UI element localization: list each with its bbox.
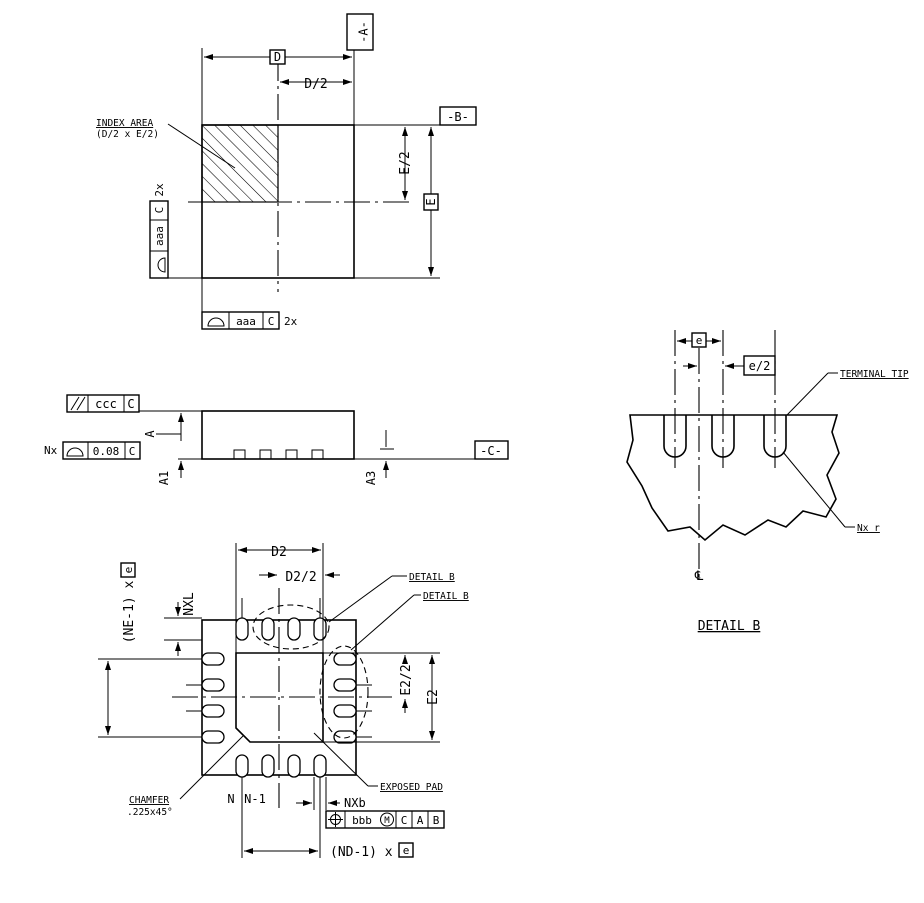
detail-b-callout-1: DETAIL B: [409, 572, 455, 583]
pad-right: [333, 730, 357, 744]
side-view-body: [201, 410, 355, 460]
nd-pitch-label: (ND-1) x: [330, 845, 393, 860]
nxl-label: NXL: [182, 592, 197, 616]
bottom-profile-tolerance-frame: aaa C 2x: [201, 278, 298, 330]
detail-b-callout-2: DETAIL B: [423, 591, 469, 602]
svg-text:C: C: [129, 445, 136, 458]
dim-e2-label: E2: [426, 689, 441, 705]
top-view: -A- D D/2 -B- E/2 E INDEX AREA (D/2 x E/…: [96, 13, 477, 330]
pad-left: [201, 652, 225, 666]
dim-d-frame: [269, 49, 286, 65]
pad-right: [333, 652, 357, 666]
dim-d2-half-label: D2/2: [285, 570, 316, 585]
side-terminal: [311, 449, 324, 460]
svg-text:C: C: [127, 397, 134, 411]
side-terminal: [285, 449, 298, 460]
pad-top: [235, 617, 249, 641]
pad-bottom: [235, 754, 249, 778]
ne-pitch-symbol: e: [122, 567, 135, 574]
svg-text:M: M: [384, 816, 390, 826]
detail-b-circle-top: [252, 604, 330, 650]
centerline-symbol: ℄: [694, 569, 704, 584]
pad-right: [333, 704, 357, 718]
profile-symbol-icon: [66, 447, 84, 457]
dim-a1-label: A1: [157, 471, 171, 485]
pad-bottom: [261, 754, 275, 778]
bottom-view: D2 D2/2 E2 E2/2 (NE-1) x e NXL: [98, 543, 469, 860]
dim-e-frame: [423, 193, 439, 211]
exposed-pad-outline: [235, 652, 324, 743]
detail-b-title: DETAIL B: [698, 619, 761, 634]
dim-a-label: A: [143, 430, 157, 438]
dim-e2-half-label: E2/2: [399, 664, 414, 695]
svg-text:C: C: [268, 315, 275, 328]
mmc-modifier-icon: [380, 812, 394, 827]
dim-e-label: E: [424, 198, 438, 205]
position-tolerance-frame: bbb M C A B: [325, 810, 445, 829]
detail-pitch-label: e: [696, 334, 703, 347]
nd-pitch-symbol: e: [403, 844, 410, 857]
side-terminal: [259, 449, 272, 460]
svg-text:bbb: bbb: [352, 814, 372, 827]
index-area-label: INDEX AREA: [96, 118, 153, 129]
dim-d-half-label: D/2: [304, 77, 327, 92]
pad-bottom: [313, 754, 327, 778]
datum-c-frame: [474, 440, 509, 460]
pad-left: [201, 704, 225, 718]
terminal-tip-label: TERMINAL TIP: [840, 369, 909, 380]
detail-half-pitch-label: e/2: [749, 359, 771, 373]
exposed-pad-label: EXPOSED PAD: [380, 782, 443, 793]
dim-a3-label: A3: [364, 471, 378, 485]
index-area-hatch: [201, 124, 279, 203]
detail-b-break-outline: [626, 414, 840, 542]
svg-text:Nx: Nx: [44, 444, 58, 457]
pad-top: [313, 617, 327, 641]
datum-a-frame: [346, 13, 374, 51]
pad-left: [201, 730, 225, 744]
svg-text:B: B: [433, 814, 440, 827]
nxb-label: NXb: [344, 796, 366, 810]
svg-text:aaa: aaa: [236, 315, 256, 328]
pin-n-minus-1-label: N-1: [244, 792, 266, 806]
datum-c-label: -C-: [480, 444, 502, 458]
pad-top: [261, 617, 275, 641]
detail-b-view: e e/2 TERMINAL TIP Nx r ℄ DETAIL B: [626, 330, 909, 634]
profile-symbol-icon: [207, 317, 225, 327]
chamfer-label: CHAMFER: [129, 795, 169, 806]
svg-text:C: C: [153, 207, 166, 214]
svg-text:ccc: ccc: [95, 397, 117, 411]
parallelism-frame: ccc C: [66, 394, 140, 413]
bottom-tol-count: 2x: [284, 315, 298, 328]
svg-text:C: C: [401, 814, 408, 827]
svg-text:A: A: [417, 814, 424, 827]
dim-d2-label: D2: [271, 545, 287, 560]
ne-pitch-label: (NE-1) x: [122, 581, 137, 644]
profile-symbol-icon: [157, 257, 166, 273]
svg-text:0.08: 0.08: [93, 445, 120, 458]
left-tol-count: 2x: [153, 183, 166, 197]
pad-top: [287, 617, 301, 641]
parallelism-icon: [70, 396, 80, 411]
dim-e-half-label: E/2: [398, 151, 413, 174]
position-symbol-icon: [328, 812, 343, 827]
detail-b-circle-right: [319, 645, 369, 739]
flatness-frame: Nx 0.08 C: [44, 441, 141, 460]
chamfer-spec: .225x45°: [127, 807, 173, 818]
datum-a-label: -A-: [357, 21, 371, 43]
index-area-formula: (D/2 x E/2): [96, 129, 159, 140]
svg-text:aaa: aaa: [153, 226, 166, 246]
datum-b-label: -B-: [447, 110, 469, 124]
side-terminal: [233, 449, 246, 460]
dim-d-label: D: [274, 50, 281, 64]
pad-left: [201, 678, 225, 692]
datum-b-frame: [439, 106, 477, 126]
pad-bottom: [287, 754, 301, 778]
left-profile-tolerance-frame: C aaa 2x: [149, 183, 169, 279]
side-view: -C- ccc C Nx 0.08 C A A1: [44, 394, 509, 485]
radius-label: Nx r: [857, 523, 880, 534]
pin-n-label: N: [227, 792, 234, 806]
pad-right: [333, 678, 357, 692]
